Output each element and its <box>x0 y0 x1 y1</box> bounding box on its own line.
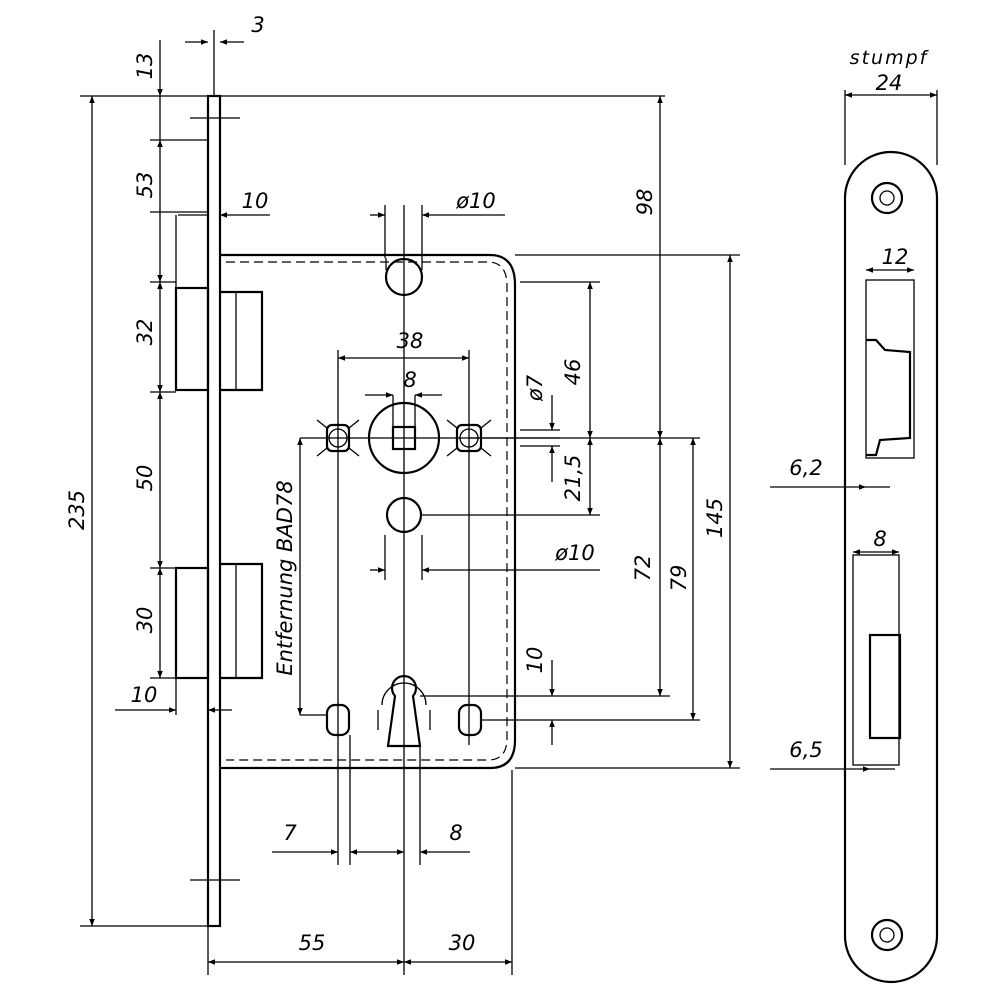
dim-lower-hole-dia: ø10 <box>554 541 595 565</box>
top-screw-icon <box>870 181 904 215</box>
faceplate-title: stumpf <box>850 47 930 69</box>
dim-upper-hole-dia: ø10 <box>455 189 496 213</box>
dim-lower-screw-right: 8 <box>449 821 462 845</box>
lock-case <box>220 253 517 770</box>
dim-key-offset: 10 <box>523 647 547 674</box>
distance-label: Entfernung BAD78 <box>273 480 297 675</box>
dim-backset: 55 <box>299 931 326 955</box>
bolt-offset: 6,5 <box>789 738 822 762</box>
dim-latch-height: 32 <box>133 319 157 346</box>
dim-top-gap: 13 <box>133 53 157 80</box>
dimension-lines <box>89 39 733 965</box>
dimension-labels: 13 3 53 10 32 50 30 10 235 98 ø10 38 8 ø… <box>65 13 727 955</box>
dim-follower-to-bottom-screw: 79 <box>667 565 691 592</box>
bottom-screw-icon <box>870 918 904 952</box>
latch-bolt <box>174 286 264 392</box>
latch-offset: 6,2 <box>789 456 822 480</box>
dim-total-height: 235 <box>65 490 89 530</box>
faceplate-front-view: stumpf 24 12 6,2 8 6,5 <box>770 47 939 984</box>
dim-screw-spacing: 38 <box>397 329 424 353</box>
dim-bolt-height: 30 <box>133 607 157 634</box>
dim-key-to-back: 30 <box>449 931 476 955</box>
dim-lower-screw-left: 7 <box>283 821 297 845</box>
dim-follower-to-key: 72 <box>631 555 655 582</box>
bolt-width: 8 <box>873 527 886 551</box>
dim-case-to-follower: 46 <box>561 359 585 386</box>
faceplate-side <box>190 30 240 928</box>
dim-latch-protrusion: 10 <box>242 189 269 213</box>
latch-width: 12 <box>882 245 909 269</box>
dim-follower-square: 8 <box>403 368 416 392</box>
dim-case-height: 145 <box>703 498 727 538</box>
dim-follower-to-hole: 21,5 <box>561 455 585 502</box>
dim-plate-thickness: 3 <box>251 13 264 37</box>
dim-screw-dia: ø7 <box>523 374 547 402</box>
latch-opening <box>865 279 915 459</box>
dim-top-to-latch: 53 <box>133 172 157 199</box>
extension-lines <box>80 95 740 975</box>
dim-latch-to-bolt: 50 <box>133 465 157 492</box>
dim-bolt-protrusion: 10 <box>131 683 158 707</box>
bolt-opening <box>852 554 902 766</box>
dim-top-to-follower: 98 <box>633 189 657 216</box>
dead-bolt <box>174 562 264 680</box>
faceplate-width: 24 <box>876 71 903 95</box>
